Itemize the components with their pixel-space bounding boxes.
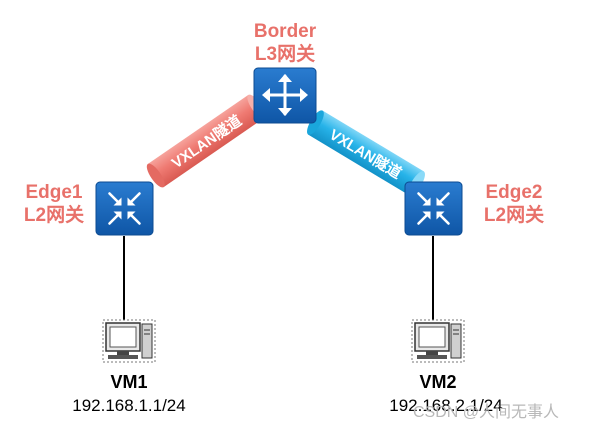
switch-icon bbox=[95, 181, 154, 236]
switch-icon bbox=[404, 181, 463, 236]
vxlan-tunnel-left: VXLAN隧道 bbox=[146, 94, 266, 188]
edge1-label: Edge1 L2网关 bbox=[14, 181, 94, 227]
vm1-ip: 192.168.1.1/24 bbox=[72, 396, 186, 415]
watermark: CSDN @人间无事人 bbox=[413, 404, 560, 421]
router-icon bbox=[253, 67, 317, 124]
vm2-ip: 192.168.2.1/24 bbox=[389, 396, 503, 415]
edge2-role: L2网关 bbox=[483, 205, 545, 226]
edge1-name: Edge1 bbox=[25, 182, 83, 203]
vm1-name: VM1 bbox=[110, 372, 148, 392]
edge2-name: Edge2 bbox=[485, 182, 543, 203]
border-label: Border L3网关 bbox=[235, 20, 335, 66]
computer-icon bbox=[411, 319, 465, 363]
border-role: L3网关 bbox=[254, 44, 316, 65]
edge1-role: L2网关 bbox=[23, 205, 85, 226]
vm2-name: VM2 bbox=[419, 372, 457, 392]
border-name: Border bbox=[253, 21, 317, 42]
edge2-label: Edge2 L2网关 bbox=[474, 181, 554, 227]
tunnel-left-label: VXLAN隧道 bbox=[168, 112, 245, 173]
computer-icon bbox=[102, 319, 156, 363]
